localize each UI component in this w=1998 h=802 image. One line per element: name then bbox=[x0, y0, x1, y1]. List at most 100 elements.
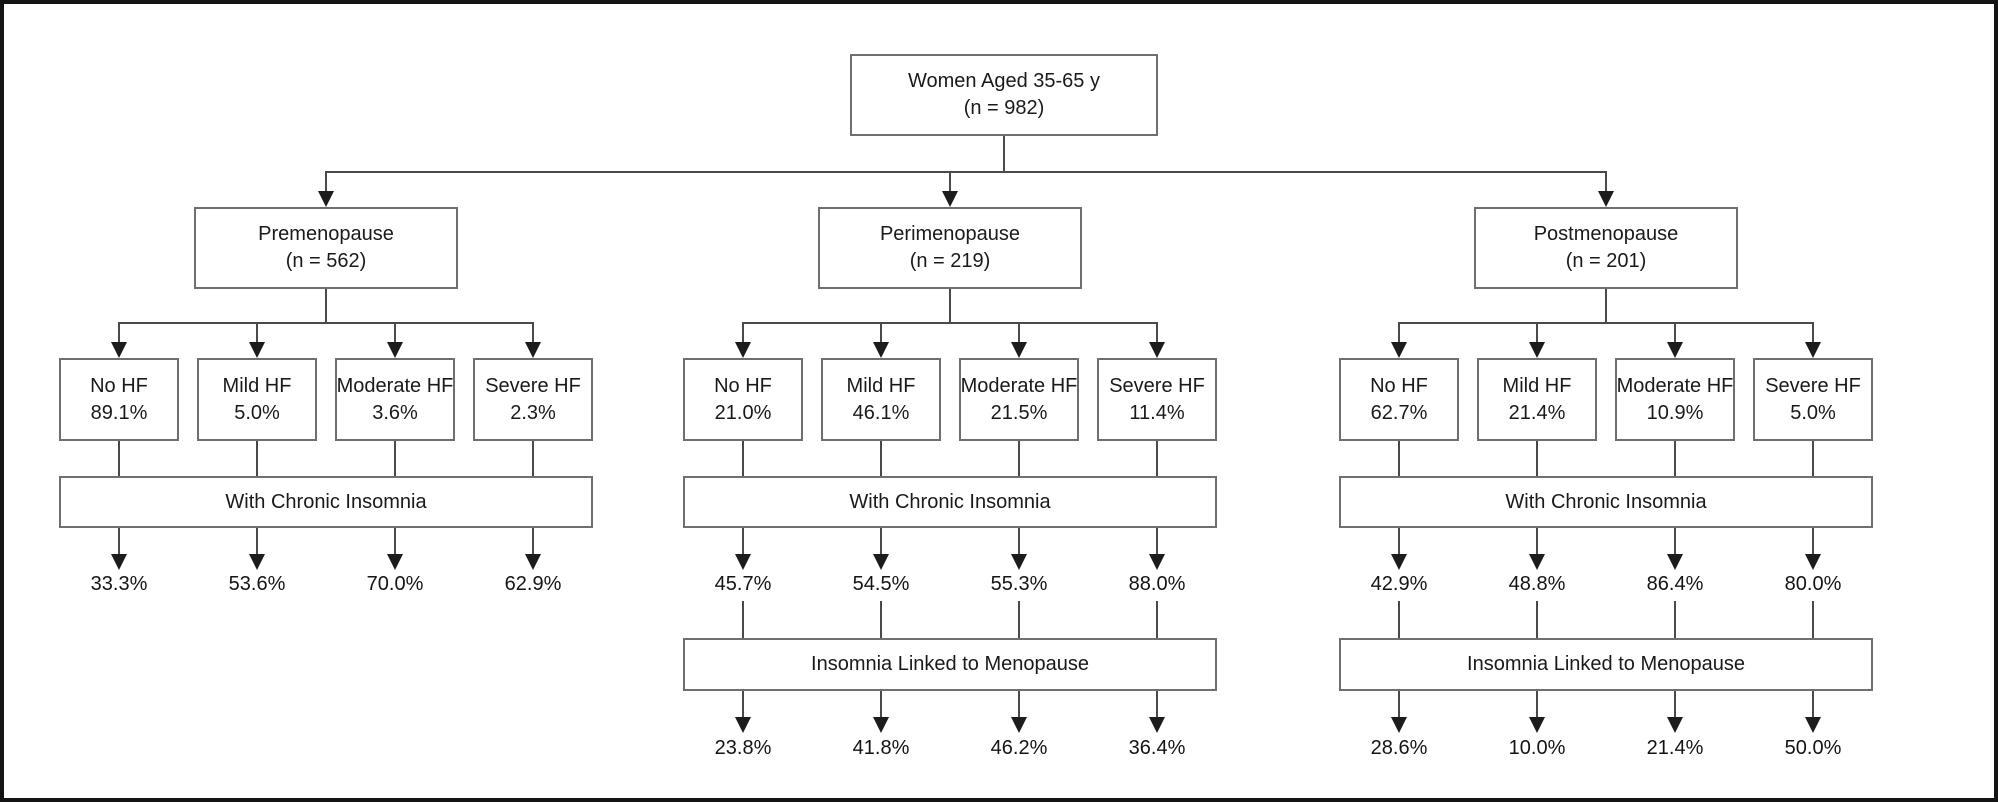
connector-vline bbox=[1812, 528, 1814, 555]
arrow-down-icon bbox=[735, 342, 751, 358]
chronic-insomnia-box: With Chronic Insomnia bbox=[59, 476, 593, 528]
linked-percent: 36.4% bbox=[1128, 737, 1186, 759]
connector-vline bbox=[742, 528, 744, 555]
branch-name: Premenopause bbox=[258, 223, 394, 245]
hf-label: Severe HF bbox=[485, 374, 581, 397]
arrow-down-icon bbox=[525, 554, 541, 570]
connector-vline bbox=[1674, 322, 1676, 343]
hf-box-mild: Mild HF 46.1% bbox=[821, 358, 941, 441]
connector-vline bbox=[1605, 171, 1607, 193]
arrow-down-icon bbox=[873, 342, 889, 358]
hf-percent: 2.3% bbox=[510, 401, 556, 424]
connector-vline bbox=[1536, 322, 1538, 343]
arrow-down-icon bbox=[1805, 717, 1821, 733]
arrow-down-icon bbox=[1149, 554, 1165, 570]
branch-box-perimenopause: Perimenopause (n = 219) bbox=[818, 207, 1082, 289]
connector-vline bbox=[394, 528, 396, 555]
arrow-down-icon bbox=[111, 342, 127, 358]
branch-count: (n = 219) bbox=[909, 250, 991, 272]
hf-box-severe: Severe HF 2.3% bbox=[473, 358, 593, 441]
chronic-percent: 54.5% bbox=[852, 573, 910, 595]
connector-vline bbox=[1812, 691, 1814, 718]
arrow-down-icon bbox=[111, 554, 127, 570]
connector-vline bbox=[394, 322, 396, 343]
arrow-down-icon bbox=[1529, 342, 1545, 358]
hf-label: No HF bbox=[1370, 374, 1428, 397]
linked-percent: 46.2% bbox=[990, 737, 1048, 759]
hf-percent: 21.4% bbox=[1508, 401, 1566, 424]
hf-label: No HF bbox=[90, 374, 148, 397]
hf-box-mild: Mild HF 21.4% bbox=[1477, 358, 1597, 441]
insomnia-linked-box: Insomnia Linked to Menopause bbox=[683, 638, 1217, 691]
arrow-down-icon bbox=[1391, 342, 1407, 358]
connector-vline bbox=[1018, 441, 1020, 476]
chronic-percent: 70.0% bbox=[366, 573, 424, 595]
arrow-down-icon bbox=[318, 191, 334, 207]
chronic-insomnia-label: With Chronic Insomnia bbox=[1505, 490, 1707, 513]
chronic-percent: 42.9% bbox=[1370, 573, 1428, 595]
connector-vline bbox=[880, 441, 882, 476]
chronic-insomnia-box: With Chronic Insomnia bbox=[1339, 476, 1873, 528]
connector-vline bbox=[949, 289, 951, 323]
hf-percent: 5.0% bbox=[1790, 401, 1836, 424]
arrow-down-icon bbox=[735, 554, 751, 570]
connector-vline bbox=[256, 528, 258, 555]
arrow-down-icon bbox=[1391, 554, 1407, 570]
connector-vline bbox=[118, 528, 120, 555]
connector-vline bbox=[1674, 691, 1676, 718]
connector-vline bbox=[1398, 441, 1400, 476]
connector-vline bbox=[1018, 601, 1020, 638]
connector-vline bbox=[532, 322, 534, 343]
connector-vline bbox=[1156, 322, 1158, 343]
connector-hline bbox=[325, 171, 1607, 173]
connector-vline bbox=[1674, 441, 1676, 476]
branch-count: (n = 201) bbox=[1565, 250, 1647, 272]
root-count: (n = 982) bbox=[963, 97, 1045, 119]
chronic-percent: 53.6% bbox=[228, 573, 286, 595]
connector-vline bbox=[325, 289, 327, 323]
hf-box-moderate: Moderate HF 10.9% bbox=[1615, 358, 1735, 441]
branch-name: Postmenopause bbox=[1533, 223, 1679, 245]
arrow-down-icon bbox=[1391, 717, 1407, 733]
connector-vline bbox=[1018, 322, 1020, 343]
hf-label: Moderate HF bbox=[960, 374, 1078, 397]
branch-box-premenopause: Premenopause (n = 562) bbox=[194, 207, 458, 289]
connector-vline bbox=[1605, 289, 1607, 323]
hf-percent: 62.7% bbox=[1370, 401, 1428, 424]
hf-label: Mild HF bbox=[222, 374, 292, 397]
arrow-down-icon bbox=[1149, 342, 1165, 358]
arrow-down-icon bbox=[873, 554, 889, 570]
arrow-down-icon bbox=[1011, 342, 1027, 358]
chronic-insomnia-box: With Chronic Insomnia bbox=[683, 476, 1217, 528]
connector-vline bbox=[1812, 441, 1814, 476]
arrow-down-icon bbox=[1805, 342, 1821, 358]
chronic-percent: 86.4% bbox=[1646, 573, 1704, 595]
hf-box-no: No HF 89.1% bbox=[59, 358, 179, 441]
hf-label: Mild HF bbox=[1502, 374, 1572, 397]
hf-label: Severe HF bbox=[1109, 374, 1205, 397]
hf-box-severe: Severe HF 5.0% bbox=[1753, 358, 1873, 441]
connector-vline bbox=[1018, 691, 1020, 718]
chronic-insomnia-label: With Chronic Insomnia bbox=[225, 490, 427, 513]
hf-label: Moderate HF bbox=[336, 374, 454, 397]
chronic-percent: 80.0% bbox=[1784, 573, 1842, 595]
connector-vline bbox=[1156, 691, 1158, 718]
connector-vline bbox=[394, 441, 396, 476]
connector-vline bbox=[1156, 601, 1158, 638]
linked-percent: 10.0% bbox=[1508, 737, 1566, 759]
arrow-down-icon bbox=[525, 342, 541, 358]
hf-box-severe: Severe HF 11.4% bbox=[1097, 358, 1217, 441]
hf-percent: 5.0% bbox=[234, 401, 280, 424]
hf-box-mild: Mild HF 5.0% bbox=[197, 358, 317, 441]
connector-vline bbox=[1156, 441, 1158, 476]
connector-hline bbox=[742, 322, 1158, 324]
connector-vline bbox=[256, 322, 258, 343]
hf-label: Severe HF bbox=[1765, 374, 1861, 397]
connector-vline bbox=[325, 171, 327, 193]
arrow-down-icon bbox=[1011, 554, 1027, 570]
linked-percent: 23.8% bbox=[714, 737, 772, 759]
hf-percent: 10.9% bbox=[1646, 401, 1704, 424]
hf-box-no: No HF 21.0% bbox=[683, 358, 803, 441]
connector-vline bbox=[880, 601, 882, 638]
connector-vline bbox=[1536, 528, 1538, 555]
